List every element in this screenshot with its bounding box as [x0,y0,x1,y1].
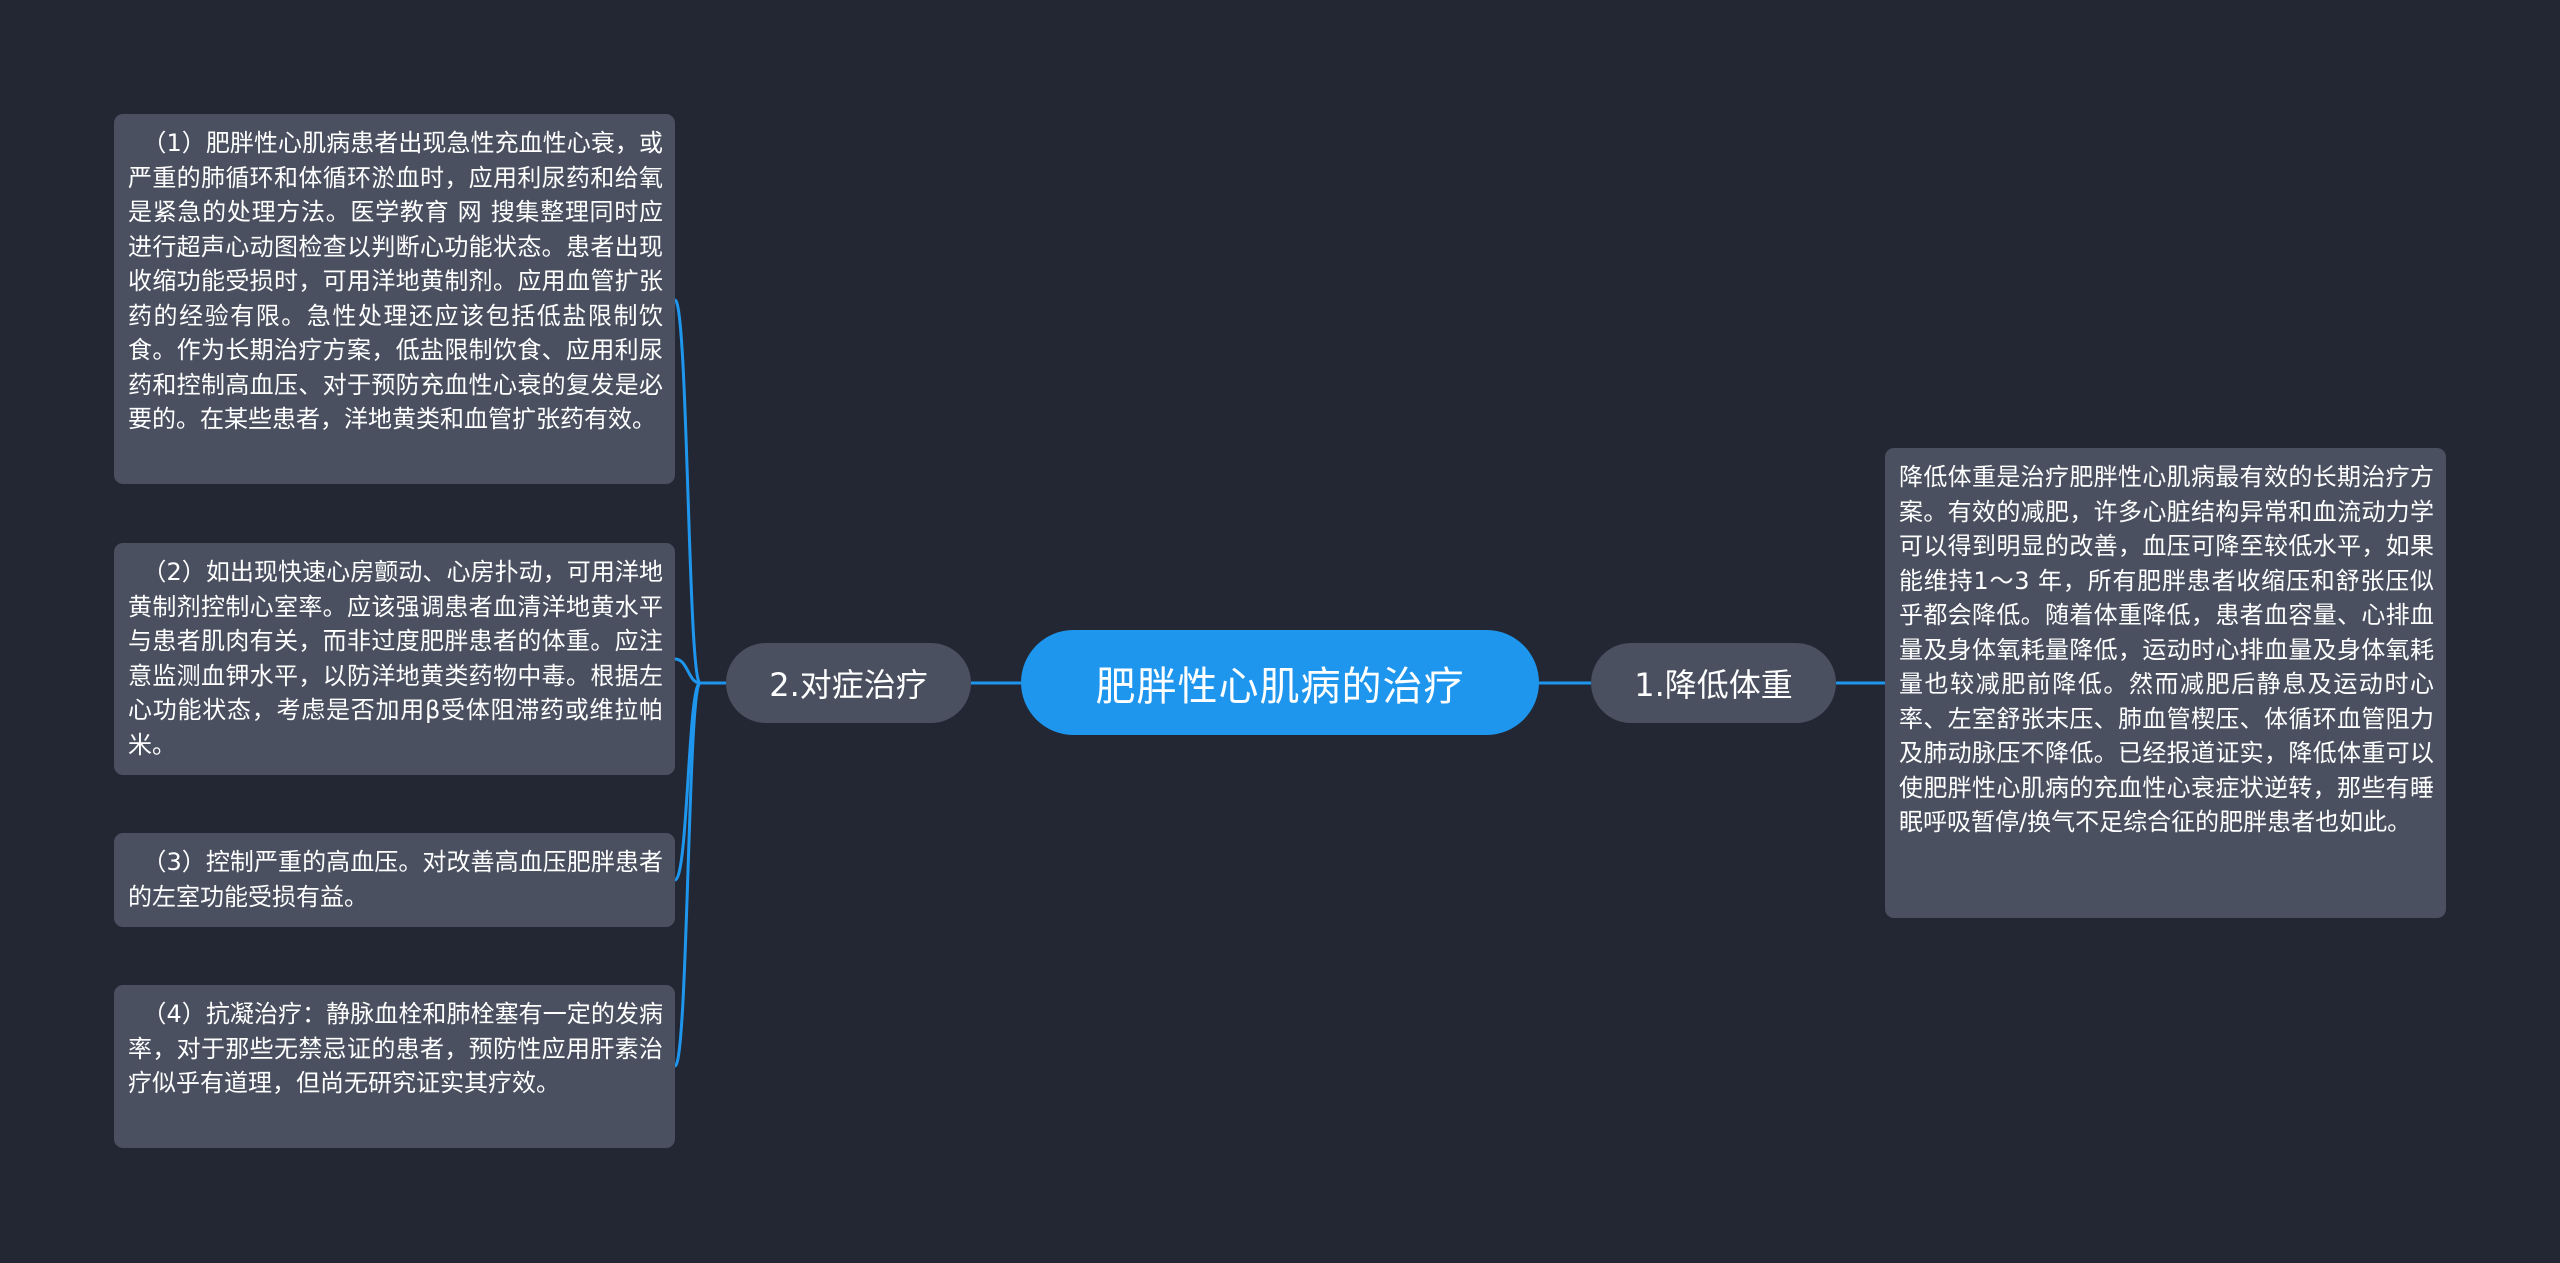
branch-label: 2.对症治疗 [769,666,928,704]
leaf-node-atrial-fibrillation[interactable]: （2）如出现快速心房颤动、心房扑动，可用洋地黄制剂控制心室率。应该强调患者血清洋… [114,543,675,775]
leaf-node-weight-reduction[interactable]: 降低体重是治疗肥胖性心肌病最有效的长期治疗方案。有效的减肥，许多心脏结构异常和血… [1885,448,2446,918]
leaf-text: （4）抗凝治疗：静脉血栓和肺栓塞有一定的发病率，对于那些无禁忌证的患者，预防性应… [128,1000,663,1097]
branch-weight-loss[interactable]: 1.降低体重 [1591,643,1836,723]
central-topic[interactable]: 肥胖性心肌病的治疗 [1021,630,1539,735]
leaf-text: （2）如出现快速心房颤动、心房扑动，可用洋地黄制剂控制心室率。应该强调患者血清洋… [128,558,663,759]
connector-left-leaf-4 [673,681,702,1068]
leaf-text: （3）控制严重的高血压。对改善高血压肥胖患者的左室功能受损有益。 [128,848,663,911]
leaf-text: 降低体重是治疗肥胖性心肌病最有效的长期治疗方案。有效的减肥，许多心脏结构异常和血… [1899,463,2434,836]
leaf-node-hypertension[interactable]: （3）控制严重的高血压。对改善高血压肥胖患者的左室功能受损有益。 [114,833,675,927]
central-topic-label: 肥胖性心肌病的治疗 [1095,663,1465,710]
connector-left-leaf-2 [674,657,701,685]
leaf-text: （1）肥胖性心肌病患者出现急性充血性心衰，或严重的肺循环和体循环淤血时，应用利尿… [128,129,663,433]
leaf-node-anticoagulation[interactable]: （4）抗凝治疗：静脉血栓和肺栓塞有一定的发病率，对于那些无禁忌证的患者，预防性应… [114,985,675,1148]
branch-symptomatic-treatment[interactable]: 2.对症治疗 [726,643,971,723]
leaf-node-diuretics[interactable]: （1）肥胖性心肌病患者出现急性充血性心衰，或严重的肺循环和体循环淤血时，应用利尿… [114,114,675,484]
connector-left-leaf-1 [673,298,702,685]
branch-label: 1.降低体重 [1634,666,1793,704]
